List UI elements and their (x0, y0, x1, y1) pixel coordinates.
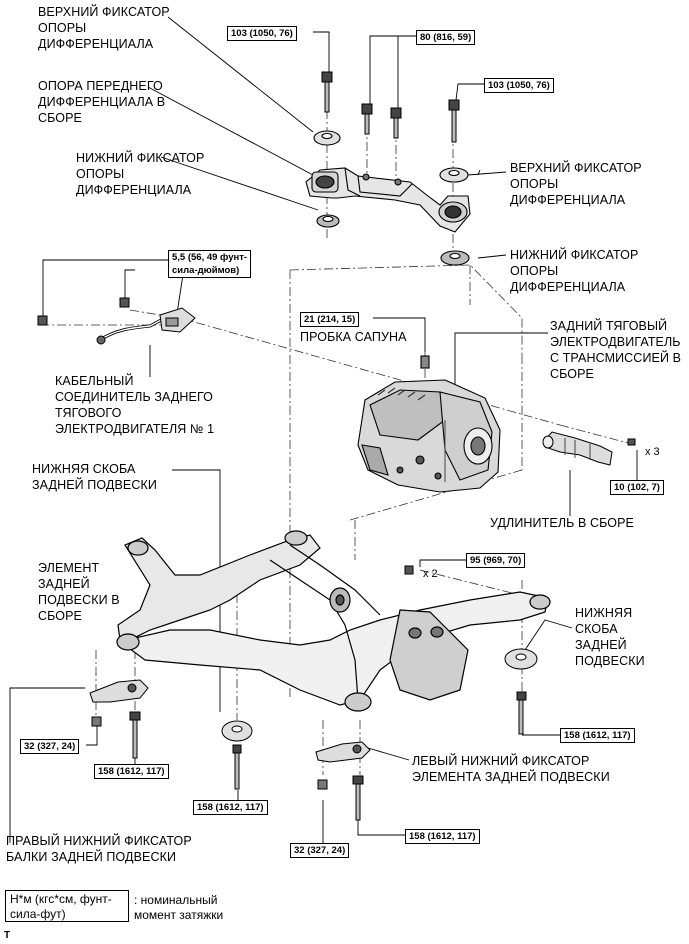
legend-units-box: Н*м (кгс*см, фунт- сила-фут) (5, 890, 129, 922)
legend-description: : номинальный момент затяжки (134, 893, 224, 922)
label-lower-retainer-left: НИЖНИЙ ФИКСАТОР ОПОРЫ ДИФФЕРЕНЦИАЛА (76, 151, 205, 197)
torque-box: 80 (816, 59) (416, 30, 476, 45)
label-left-lower-stopper: ЛЕВЫЙ НИЖНИЙ ФИКСАТОР ЭЛЕМЕНТА ЗАДНЕЙ ПО… (412, 754, 610, 784)
torque-box: 158 (1612, 117) (193, 800, 268, 815)
lower-fasteners (89, 565, 538, 821)
label-upper-retainer-right: ВЕРХНИЙ ФИКСАТОР ОПОРЫ ДИФФЕРЕНЦИАЛА (510, 161, 642, 207)
label-extension: УДЛИНИТЕЛЬ В СБОРЕ (490, 516, 634, 530)
torque-box: 5,5 (56, 49 фунт- сила-дюймов) (168, 250, 252, 278)
torque-box: 103 (1050, 76) (227, 26, 297, 41)
label-right-lower-stopper: ПРАВЫЙ НИЖНИЙ ФИКСАТОР БАЛКИ ЗАДНЕЙ ПОДВ… (6, 834, 192, 864)
label-upper-retainer-left: ВЕРХНИЙ ФИКСАТОР ОПОРЫ ДИФФЕРЕНЦИАЛА (38, 5, 170, 51)
label-front-diff-support: ОПОРА ПЕРЕДНЕГО ДИФФЕРЕНЦИАЛА В СБОРЕ (38, 79, 166, 125)
quantity-x3: x 3 (645, 446, 660, 458)
differential-support-assembly (305, 167, 471, 233)
traction-motor-part (357, 355, 501, 493)
assembly-center-lines (40, 110, 629, 775)
label-suspension-member: ЭЛЕМЕНТ ЗАДНЕЙ ПОДВЕСКИ В СБОРЕ (38, 561, 120, 623)
torque-box: 158 (1612, 117) (405, 829, 480, 844)
torque-box: 21 (214, 15) (300, 312, 360, 327)
torque-box: 158 (1612, 117) (560, 728, 635, 743)
label-rear-traction-motor: ЗАДНИЙ ТЯГОВЫЙ ЭЛЕКТРОДВИГАТЕЛЬ С ТРАНСМ… (550, 319, 682, 381)
torque-box: 32 (327, 24) (290, 843, 350, 858)
label-lower-bracket-left: НИЖНЯЯ СКОБА ЗАДНЕЙ ПОДВЕСКИ (32, 462, 157, 492)
label-cable-connector: КАБЕЛЬНЫЙ СОЕДИНИТЕЛЬ ЗАДНЕГО ТЯГОВОГО Э… (55, 374, 215, 436)
torque-box: 158 (1612, 117) (94, 764, 169, 779)
label-lower-bracket-right: НИЖНЯЯ СКОБА ЗАДНЕЙ ПОДВЕСКИ (575, 606, 645, 668)
corner-mark: T (4, 930, 11, 941)
support-bolts (321, 71, 460, 143)
quantity-x2: x 2 (423, 568, 438, 580)
label-breather-plug: ПРОБКА САПУНА (300, 330, 407, 344)
label-lower-retainer-right: НИЖНИЙ ФИКСАТОР ОПОРЫ ДИФФЕРЕНЦИАЛА (510, 248, 639, 294)
torque-box: 32 (327, 24) (20, 739, 80, 754)
torque-box: 95 (969, 70) (466, 553, 526, 568)
cable-connector-part (37, 297, 196, 345)
extension-part (542, 431, 636, 466)
suspension-member-part (116, 530, 551, 712)
torque-box: 103 (1050, 76) (484, 78, 554, 93)
retainer-washers (313, 130, 470, 266)
torque-box: 10 (102, 7) (610, 480, 664, 495)
